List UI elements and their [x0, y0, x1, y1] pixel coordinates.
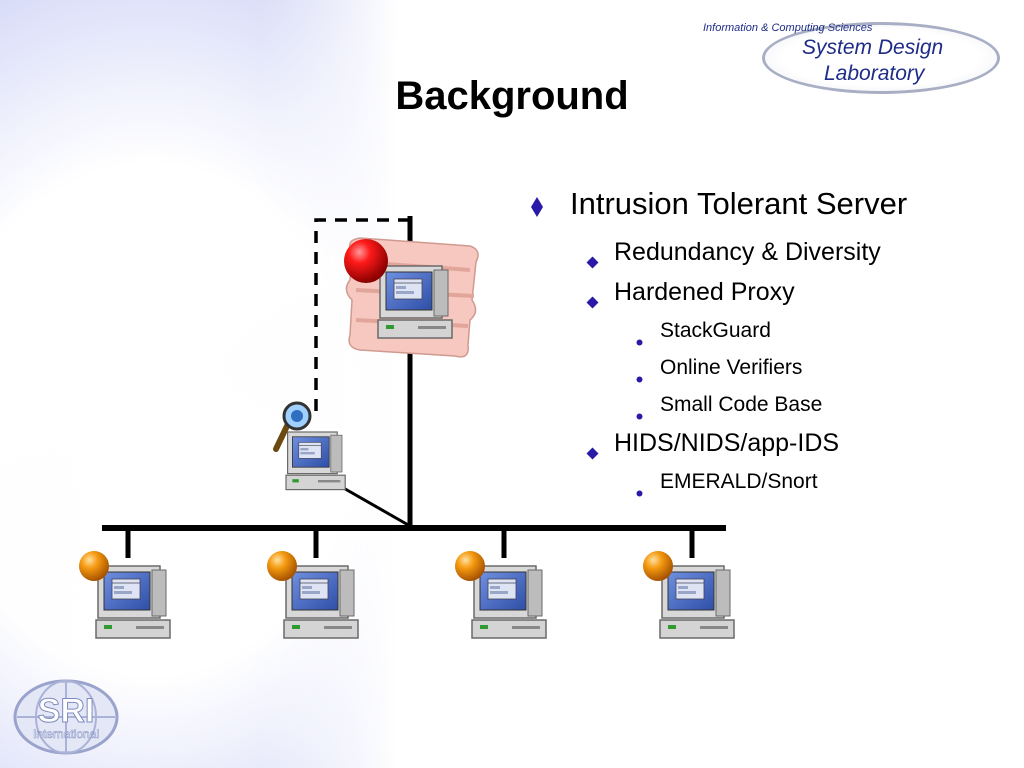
- logo-ellipse: [762, 22, 1000, 94]
- ids-link: [339, 484, 411, 528]
- sri-text: SRI: [38, 692, 95, 730]
- sri-globe-icon: SRI International: [13, 679, 119, 755]
- client-computer-icon-2: [283, 565, 359, 639]
- ids-computer-icon: [285, 431, 346, 491]
- client-computer-icon-1: [95, 565, 171, 639]
- sri-logo: SRI International: [12, 678, 120, 756]
- dot-bullet-icon: [636, 479, 643, 503]
- bullet-sub-2-item-1-text: StackGuard: [660, 319, 771, 342]
- bullet-main-text: Intrusion Tolerant Server: [570, 186, 908, 221]
- client-computer-icon-3: [471, 565, 547, 639]
- background-panel: [260, 0, 1024, 768]
- orange-ball-icon-2: [267, 551, 297, 581]
- server-computer-icon: [377, 265, 453, 339]
- dot-bullet-icon: [636, 365, 643, 389]
- client-computer-icon-4: [659, 565, 735, 639]
- diamond-bullet-icon: [586, 438, 599, 467]
- bullet-sub-3-text: HIDS/NIDS/app-IDS: [614, 429, 840, 457]
- magnifier-icon: [273, 401, 312, 452]
- orange-ball-icon-3: [455, 551, 485, 581]
- dashed-link: [314, 218, 410, 412]
- orange-ball-icon-4: [643, 551, 673, 581]
- diamond-bullet-icon: [586, 287, 599, 316]
- red-ball-icon: [344, 239, 388, 283]
- dot-bullet-icon: [636, 328, 643, 352]
- bullet-sub-3-item-1-text: EMERALD/Snort: [660, 470, 818, 493]
- orange-ball-icon-1: [79, 551, 109, 581]
- diamond-bullet-icon: [586, 247, 599, 276]
- bullet-sub-1-text: Redundancy & Diversity: [614, 238, 881, 266]
- logo-line3: Laboratory: [824, 62, 925, 85]
- logo-line1: Information & Computing Sciences: [703, 22, 873, 34]
- bullet-sub-2-text: Hardened Proxy: [614, 278, 795, 306]
- sri-international-text: International: [33, 727, 99, 741]
- logo-line2: System Design: [802, 36, 944, 59]
- slide-title: Background: [395, 74, 629, 118]
- bullet-sub-2-item-3-text: Small Code Base: [660, 393, 823, 416]
- bullet-sub-2-item-2-text: Online Verifiers: [660, 356, 803, 379]
- diamond-bullet-icon: [530, 190, 544, 226]
- dot-bullet-icon: [636, 402, 643, 426]
- sdl-logo: Information & Computing Sciences System …: [700, 20, 1000, 94]
